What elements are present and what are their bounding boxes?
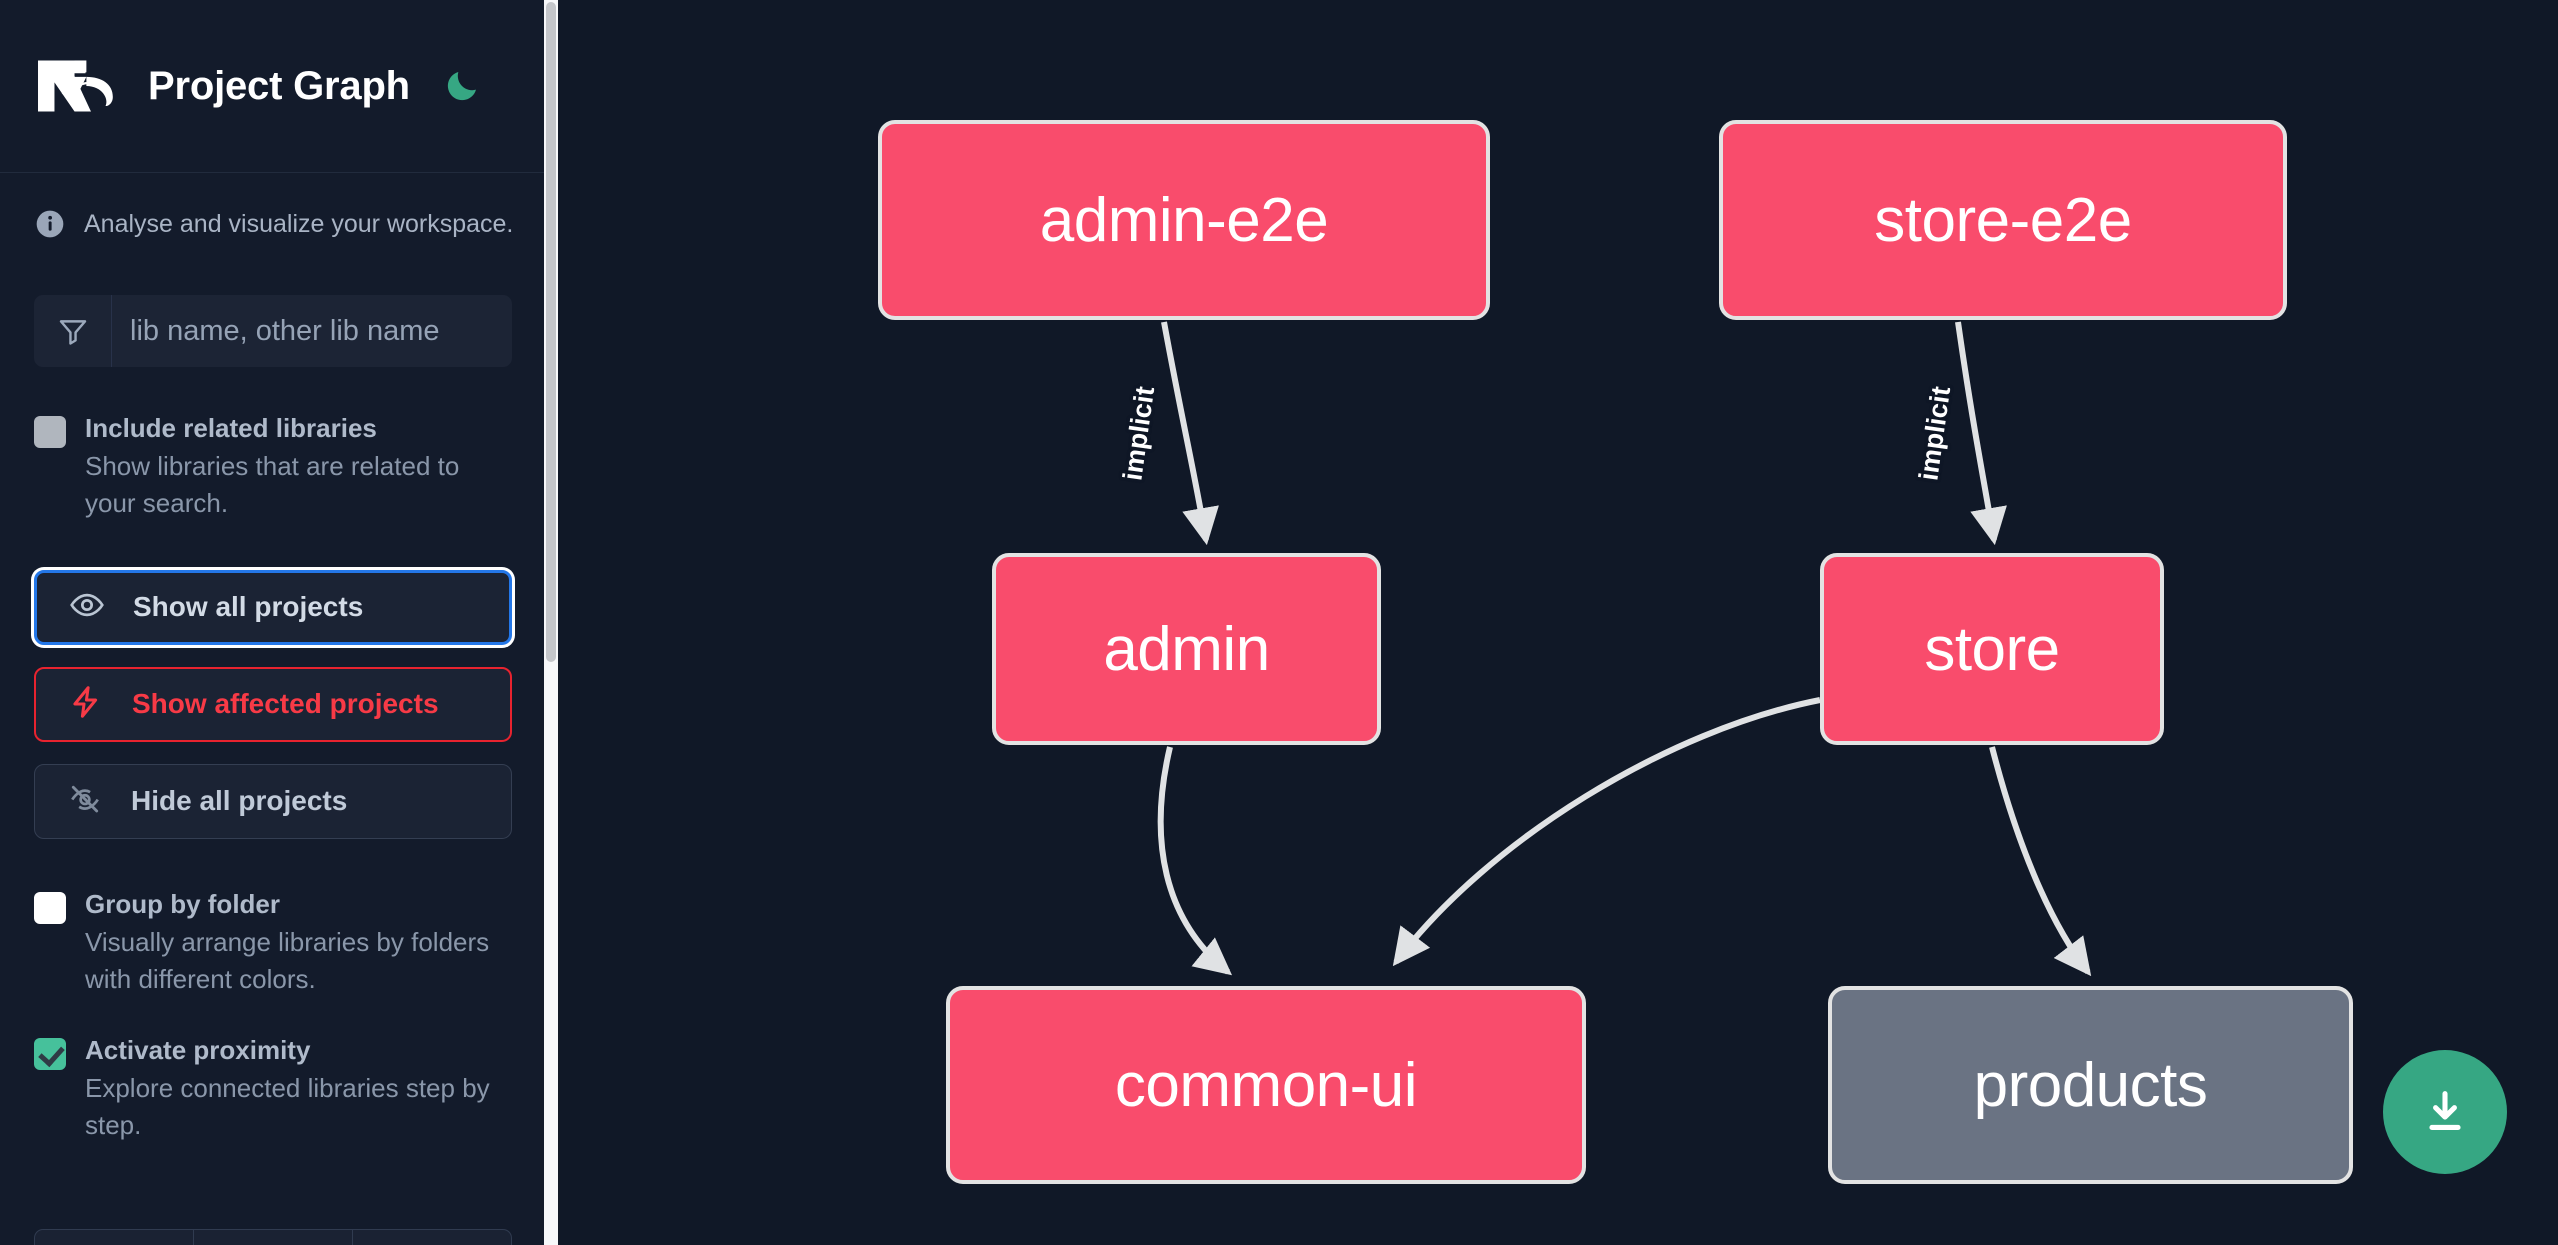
edge-admin-e2e-to-admin	[1161, 321, 1219, 546]
segment-1[interactable]	[35, 1230, 194, 1245]
option-text-group: Include related libraries Show libraries…	[85, 409, 512, 522]
option-label: Include related libraries	[85, 413, 377, 443]
search-input[interactable]	[112, 295, 512, 367]
proximity-segmented-control[interactable]	[34, 1229, 512, 1245]
edge-store-to-common-ui	[1392, 697, 1821, 967]
option-description: Explore connected libraries step by step…	[85, 1072, 490, 1140]
sidebar-scrollbar-thumb[interactable]	[546, 2, 556, 662]
graph-node-products[interactable]: products	[1828, 986, 2353, 1184]
edge-store-to-products	[1989, 746, 2092, 977]
graph-canvas[interactable]: admin-e2e store-e2e admin store common-u…	[558, 0, 2558, 1245]
nx-logo-icon	[34, 55, 126, 117]
sidebar: Project Graph Analyse and visualize yo	[0, 0, 558, 1245]
option-description: Show libraries that are related to your …	[85, 451, 460, 518]
show-all-projects-button[interactable]: Show all projects	[34, 569, 512, 645]
checkbox-include-related-libraries[interactable]	[34, 416, 66, 448]
page-title: Project Graph	[148, 63, 410, 108]
download-graph-button[interactable]	[2383, 1050, 2507, 1174]
option-include-related-libraries[interactable]: Include related libraries Show libraries…	[0, 367, 546, 522]
edge-store-e2e-to-store	[1955, 321, 2007, 546]
workspace-info: Analyse and visualize your workspace.	[0, 173, 546, 240]
filter-funnel-icon	[34, 295, 112, 367]
search-area	[0, 240, 546, 367]
sidebar-content: Project Graph Analyse and visualize yo	[0, 0, 546, 1245]
sidebar-scrollbar[interactable]	[544, 0, 558, 1245]
graph-node-admin[interactable]: admin	[992, 553, 1381, 745]
option-description: Visually arrange libraries by folders wi…	[85, 926, 490, 994]
option-text-group: Group by folder Visually arrange librari…	[85, 885, 512, 998]
search-box[interactable]	[34, 295, 512, 367]
show-affected-projects-label: Show affected projects	[132, 688, 439, 720]
option-activate-proximity[interactable]: Activate proximity Explore connected lib…	[0, 998, 546, 1144]
option-text-group: Activate proximity Explore connected lib…	[85, 1031, 512, 1144]
lightning-bolt-icon	[68, 684, 104, 725]
edge-admin-to-common-ui	[1157, 746, 1233, 976]
show-all-projects-label: Show all projects	[133, 591, 364, 623]
node-label: admin	[1103, 614, 1270, 684]
graph-node-admin-e2e[interactable]: admin-e2e	[878, 120, 1490, 320]
sidebar-header: Project Graph	[0, 0, 546, 173]
node-label: admin-e2e	[1039, 185, 1329, 255]
hide-all-projects-button[interactable]: Hide all projects	[34, 763, 512, 839]
graph-node-common-ui[interactable]: common-ui	[946, 986, 1586, 1184]
checkbox-group-by-folder[interactable]	[34, 891, 66, 924]
projects-button-group: Show all projects Show affected projects	[0, 522, 546, 839]
node-label: store-e2e	[1874, 185, 2132, 255]
hide-all-projects-label: Hide all projects	[131, 785, 348, 817]
option-group-by-folder[interactable]: Group by folder Visually arrange librari…	[0, 839, 546, 998]
show-affected-projects-button[interactable]: Show affected projects	[34, 666, 512, 742]
checkbox-activate-proximity[interactable]	[34, 1037, 66, 1070]
download-icon	[2429, 1091, 2461, 1131]
option-label: Group by folder	[85, 888, 280, 919]
eye-slash-icon	[67, 781, 103, 822]
eye-icon	[69, 587, 105, 628]
workspace-info-text: Analyse and visualize your workspace.	[84, 209, 514, 238]
node-label: products	[1973, 1050, 2208, 1120]
node-label: store	[1924, 614, 2060, 684]
graph-node-store-e2e[interactable]: store-e2e	[1719, 120, 2287, 320]
option-label: Activate proximity	[85, 1034, 311, 1065]
info-circle-icon	[34, 208, 66, 240]
graph-node-store[interactable]: store	[1820, 553, 2164, 745]
moon-icon[interactable]	[440, 64, 484, 108]
segment-2[interactable]	[194, 1230, 353, 1245]
node-label: common-ui	[1114, 1050, 1418, 1120]
segment-3[interactable]	[353, 1230, 511, 1245]
graph-edges	[1157, 321, 2092, 977]
